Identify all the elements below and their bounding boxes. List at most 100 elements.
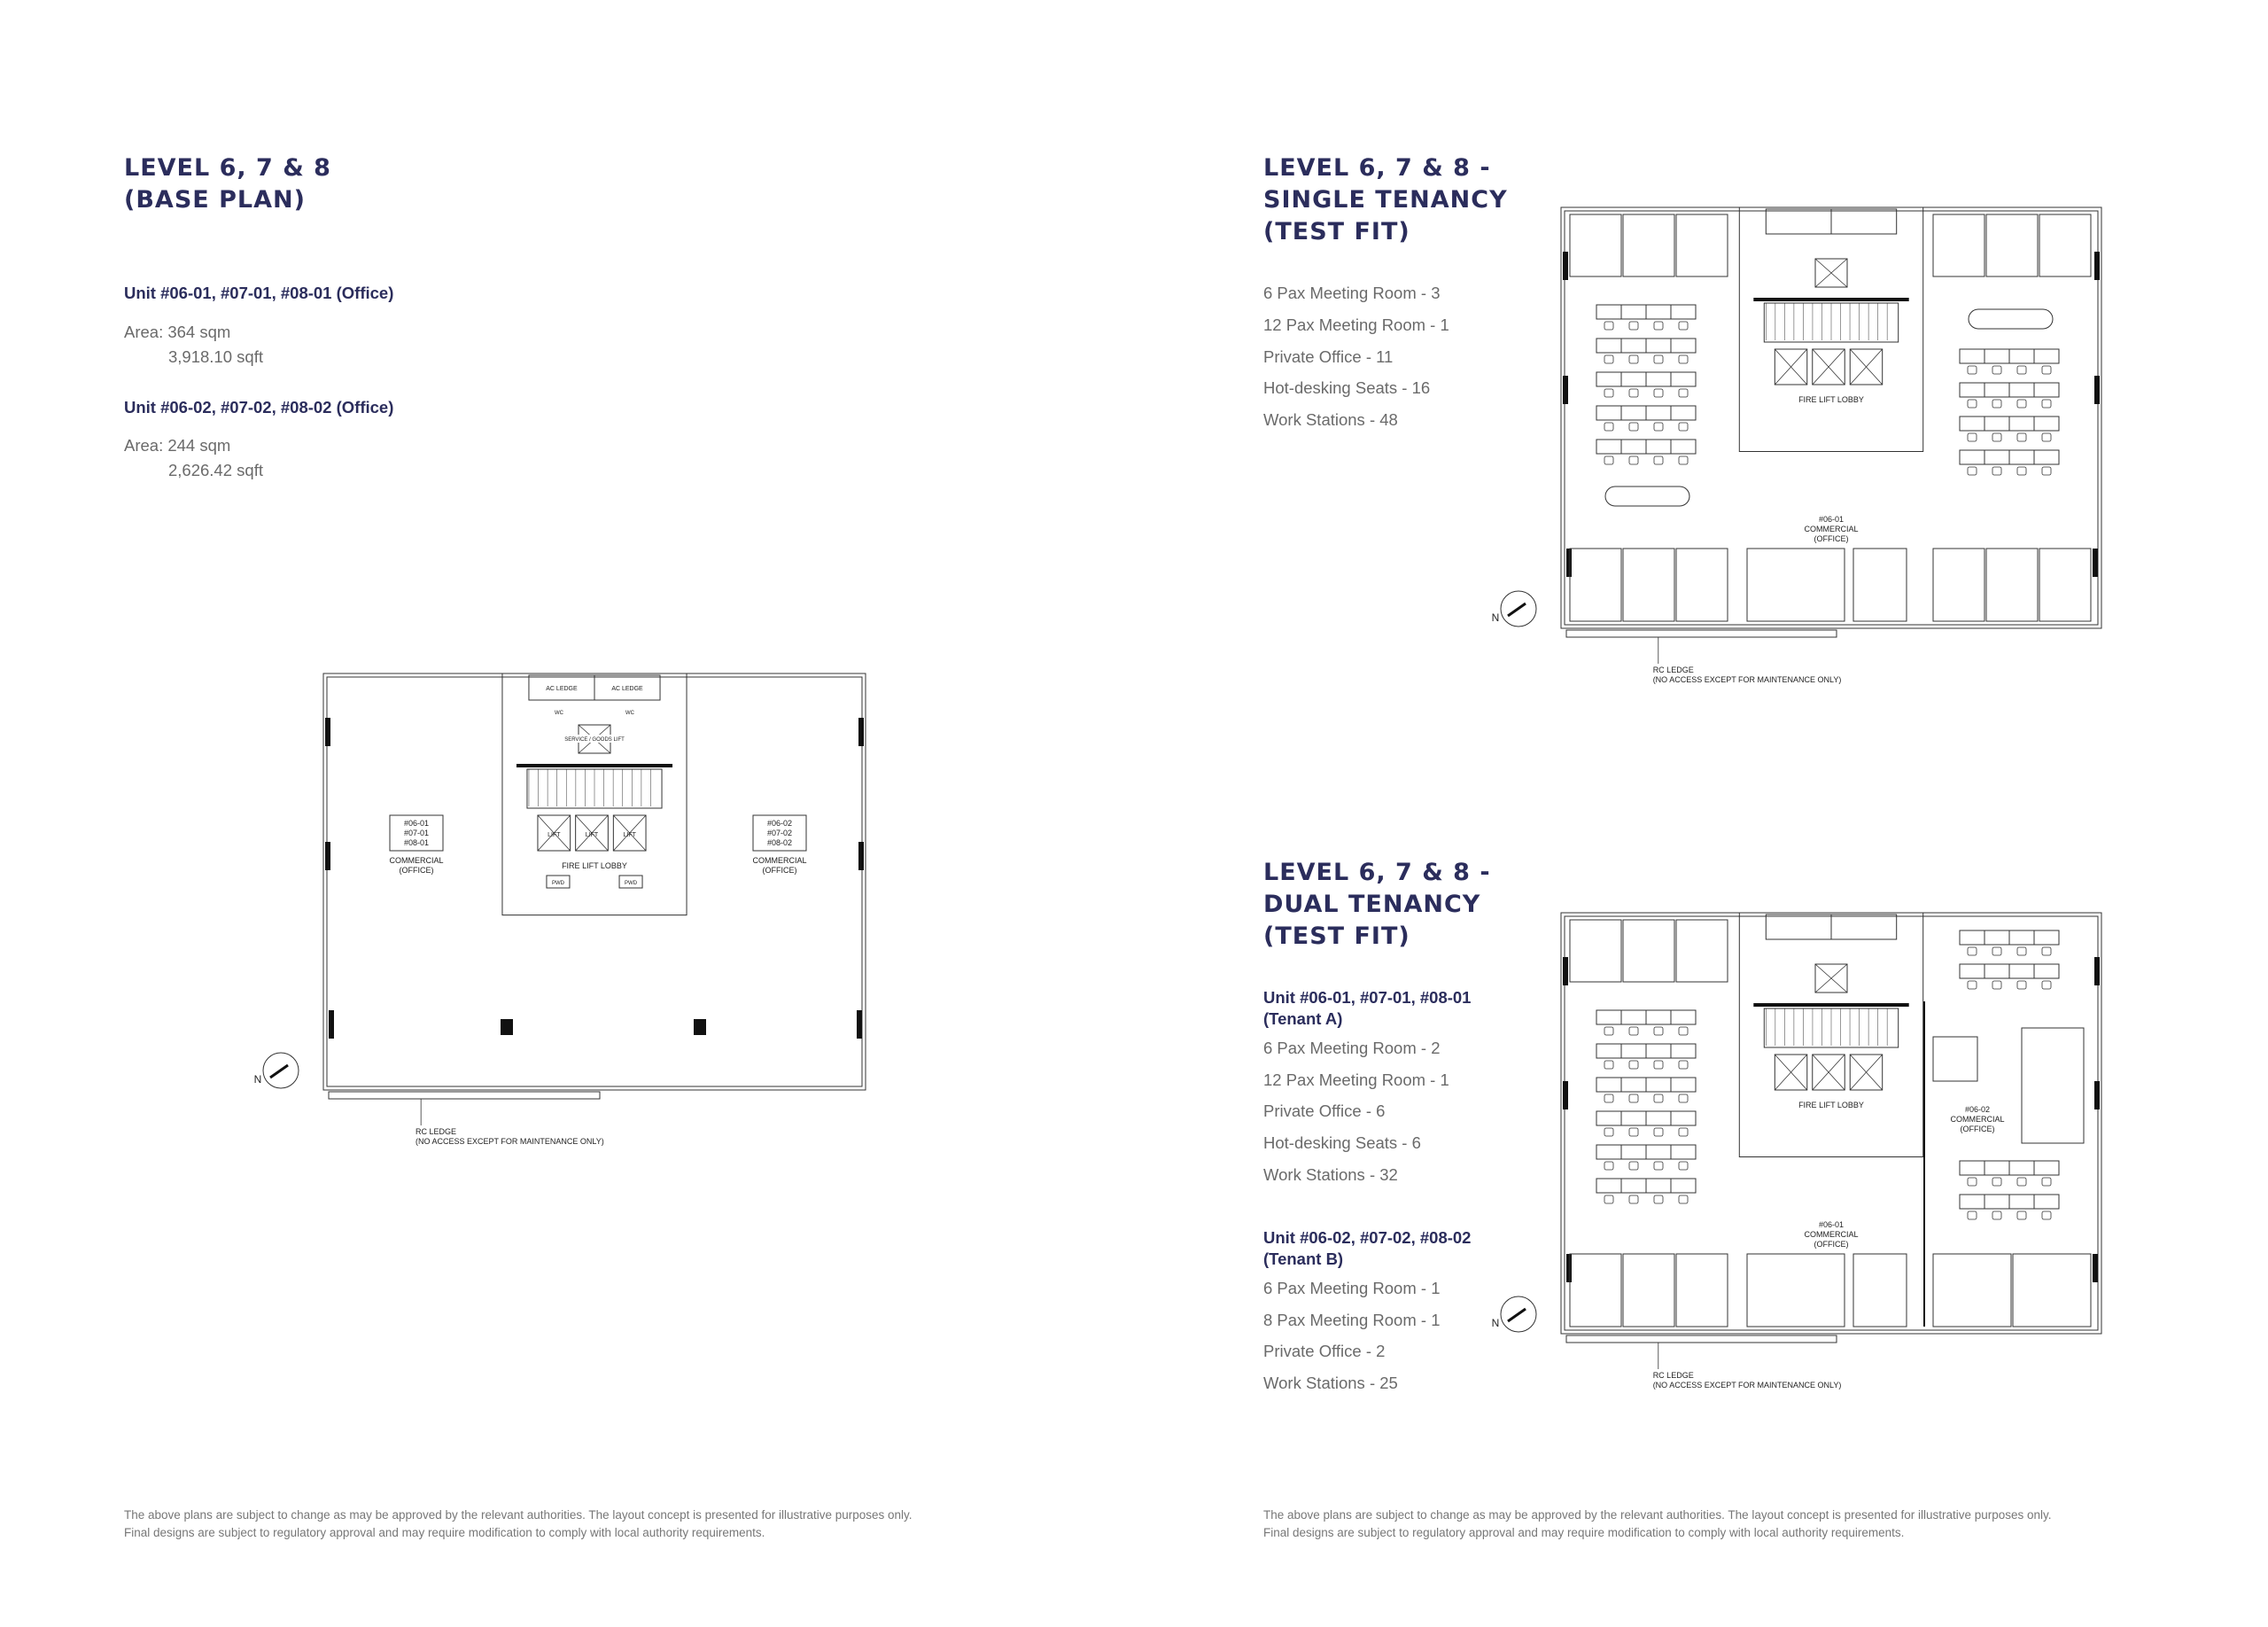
column <box>2094 252 2100 280</box>
workstation <box>1984 1160 2010 1176</box>
workstation <box>2008 1160 2035 1176</box>
private-office <box>1985 214 2039 277</box>
chair <box>1604 354 1614 364</box>
meeting-room <box>1852 1253 1907 1327</box>
lift-label: LIFT <box>586 832 599 838</box>
chair <box>1678 388 1689 398</box>
workstation <box>1670 371 1697 387</box>
list-item: 12 Pax Meeting Room - 1 <box>1263 1070 1449 1089</box>
chair <box>1967 1211 1977 1220</box>
core <box>501 673 687 916</box>
chair <box>1604 1127 1614 1137</box>
workstation <box>2008 930 2035 946</box>
workstation <box>2033 382 2060 398</box>
tenant-a-list: 6 Pax Meeting Room - 2 12 Pax Meeting Ro… <box>1263 1039 1449 1196</box>
rc-ledge <box>1565 1335 1837 1343</box>
chair <box>2041 399 2052 409</box>
workstation <box>1620 304 1647 320</box>
workstation <box>2008 449 2035 465</box>
workstation <box>1596 304 1622 320</box>
chair <box>1628 1127 1639 1137</box>
chair <box>1628 455 1639 465</box>
chair <box>2016 365 2027 375</box>
private-office <box>1675 919 1728 983</box>
workstation <box>1670 439 1697 455</box>
cross-mark <box>1814 258 1848 288</box>
workstation <box>1596 338 1622 354</box>
workstation <box>1670 304 1697 320</box>
workstation <box>1670 1043 1697 1059</box>
column <box>858 842 864 870</box>
title-line: DUAL TENANCY <box>1263 891 1481 918</box>
rc-ledge-note: (NO ACCESS EXCEPT FOR MAINTENANCE ONLY) <box>1653 675 1842 684</box>
service-lift <box>1814 963 1848 993</box>
pwd <box>546 875 571 889</box>
chair <box>1678 1026 1689 1036</box>
chair <box>1992 1211 2002 1220</box>
disclaimer-line: Final designs are subject to regulatory … <box>1263 1526 1905 1539</box>
meeting-room-8pax <box>2021 1027 2085 1144</box>
workstation <box>2008 1194 2035 1210</box>
wc-label: WC <box>625 711 635 716</box>
tenant-b-list: 6 Pax Meeting Room - 1 8 Pax Meeting Roo… <box>1263 1279 1440 1405</box>
column <box>1566 1254 1572 1282</box>
private-office <box>1932 214 1985 277</box>
stair <box>1763 302 1899 343</box>
unit-label-box <box>752 814 807 852</box>
heading-line: (Tenant A) <box>1263 1009 1343 1028</box>
compass-icon <box>1500 590 1537 627</box>
meeting-room-12pax <box>1746 1253 1845 1327</box>
chair <box>1628 422 1639 432</box>
list-item: Hot-desking Seats - 16 <box>1263 378 1431 398</box>
use-label: (OFFICE) <box>763 866 797 875</box>
workstation <box>1620 1009 1647 1025</box>
title-line: (TEST FIT) <box>1263 922 1410 950</box>
workstation <box>1670 1077 1697 1093</box>
workstation <box>1959 382 1985 398</box>
rc-ledge-label: RC LEDGE <box>1653 666 1694 674</box>
column <box>501 1019 513 1035</box>
unit-number: #06-01 <box>1819 1220 1844 1229</box>
rc-ledge-note: (NO ACCESS EXCEPT FOR MAINTENANCE ONLY) <box>1653 1381 1842 1390</box>
chair <box>1628 1026 1639 1036</box>
north-arrow-icon <box>269 1063 289 1079</box>
private-office <box>1569 919 1622 983</box>
private-office <box>1622 919 1675 983</box>
heading-line: (Tenant B) <box>1263 1249 1344 1268</box>
list-item: 6 Pax Meeting Room - 2 <box>1263 1039 1441 1057</box>
lift <box>1812 1054 1845 1091</box>
chair <box>1992 365 2002 375</box>
private-office <box>2039 548 2092 622</box>
chair <box>1678 1127 1689 1137</box>
workstation <box>1959 348 1985 364</box>
column <box>1566 549 1572 577</box>
use-label: COMMERCIAL <box>389 856 443 865</box>
chair <box>1678 1060 1689 1070</box>
title-line: LEVEL 6, 7 & 8 - <box>1263 154 1491 182</box>
title-line: LEVEL 6, 7 & 8 <box>124 154 331 182</box>
core <box>1738 206 1924 452</box>
chair <box>1653 1060 1664 1070</box>
workstation <box>1984 963 2010 979</box>
chair <box>1967 432 1977 442</box>
stair <box>526 768 663 809</box>
title-line: SINGLE TENANCY <box>1263 186 1508 214</box>
chair <box>1604 422 1614 432</box>
chair <box>1992 980 2002 990</box>
meeting-room <box>1852 548 1907 622</box>
workstation <box>1645 439 1672 455</box>
list-item: Work Stations - 25 <box>1263 1374 1398 1393</box>
workstation <box>1645 405 1672 421</box>
meeting-table <box>1968 308 2054 330</box>
workstation <box>1596 439 1622 455</box>
chair <box>1653 1026 1664 1036</box>
chair <box>1678 1161 1689 1171</box>
chair <box>1628 1195 1639 1204</box>
unit-number: #08-02 <box>767 838 792 847</box>
list-item: Private Office - 11 <box>1263 346 1394 366</box>
chair <box>1604 1060 1614 1070</box>
private-office <box>1622 548 1675 622</box>
cross-mark <box>537 814 571 852</box>
use-label: COMMERCIAL <box>752 856 806 865</box>
